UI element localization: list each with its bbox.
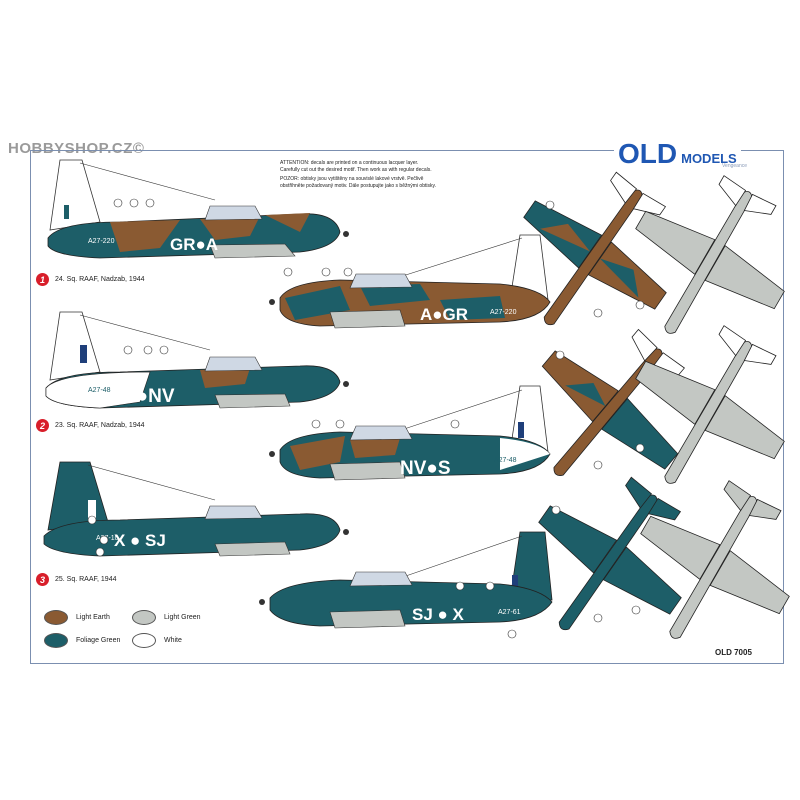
legend-label: Light Earth bbox=[76, 614, 110, 621]
code-b1: A●GR bbox=[420, 305, 468, 324]
legend-foliage-green: Foliage Green bbox=[44, 633, 120, 648]
legend-label: Light Green bbox=[164, 614, 201, 621]
number-badge: 2 bbox=[36, 419, 49, 432]
swatch bbox=[132, 610, 156, 625]
profile-b1: A●GR A27-220 bbox=[269, 234, 551, 329]
swatch bbox=[44, 610, 68, 625]
note-line: obstřihněte požadovaný motiv. Dále postu… bbox=[280, 182, 437, 189]
swatch bbox=[132, 633, 156, 648]
attention-note: ATTENTION: decals are printed on a conti… bbox=[280, 160, 480, 189]
note-line: POZOR: obtisky jsou vytištěny na souvisl… bbox=[280, 176, 424, 182]
legend-label: Foliage Green bbox=[76, 637, 121, 644]
caption-text: 24. Sq. RAAF, Nadzab, 1944 bbox=[55, 276, 145, 283]
brand-subtitle: Vengeance bbox=[722, 163, 748, 169]
caption-3: 3 25. Sq. RAAF, 1944 bbox=[36, 573, 116, 586]
profile-a3: X ● SJ A27-10 bbox=[43, 461, 349, 557]
decal-sheet-frame bbox=[30, 150, 784, 664]
top-view-2 bbox=[541, 328, 685, 476]
brand-logo: OLD MODELS bbox=[614, 140, 741, 168]
serial-a1: A27-220 bbox=[88, 238, 115, 245]
bottom-view-1 bbox=[635, 175, 785, 334]
profile-a1: GR●A A27-220 bbox=[47, 159, 349, 259]
profile-a2: S●NV A27-48 bbox=[45, 311, 349, 409]
code-b2: NV●S bbox=[400, 458, 451, 479]
swatch bbox=[44, 633, 68, 648]
product-code: OLD 7005 bbox=[715, 648, 752, 657]
brand-models: MODELS bbox=[681, 151, 737, 166]
code-a2: S●NV bbox=[124, 386, 175, 407]
profile-b2: NV●S A27-48 bbox=[269, 385, 551, 481]
note-line: ATTENTION: decals are printed on a conti… bbox=[280, 160, 419, 166]
caption-text: 25. Sq. RAAF, 1944 bbox=[55, 576, 117, 583]
top-view-1 bbox=[523, 171, 667, 326]
number-badge: 1 bbox=[36, 273, 49, 286]
code-b3: SJ ● X bbox=[412, 605, 465, 624]
note-line: Carefully cut out the desired motif. The… bbox=[280, 166, 432, 173]
legend-label: White bbox=[164, 637, 182, 644]
code-a3: X ● SJ bbox=[114, 531, 166, 550]
legend-light-earth: Light Earth bbox=[44, 610, 110, 625]
legend-white: White bbox=[132, 633, 182, 648]
caption-text: 23. Sq. RAAF, Nadzab, 1944 bbox=[55, 422, 145, 429]
profile-b3: SJ ● X A27-61 bbox=[259, 531, 553, 629]
caption-2: 2 23. Sq. RAAF, Nadzab, 1944 bbox=[36, 419, 145, 432]
number-badge: 3 bbox=[36, 573, 49, 586]
serial-b2: A27-48 bbox=[494, 457, 517, 464]
bottom-view-2 bbox=[635, 325, 785, 484]
caption-1: 1 24. Sq. RAAF, Nadzab, 1944 bbox=[36, 273, 145, 286]
top-view-3 bbox=[538, 476, 682, 631]
serial-b3: A27-61 bbox=[498, 609, 521, 616]
legend-light-green: Light Green bbox=[132, 610, 201, 625]
bottom-view-3 bbox=[640, 480, 790, 639]
code-a1: GR●A bbox=[170, 235, 218, 254]
serial-b1: A27-220 bbox=[490, 309, 517, 316]
brand-old: OLD bbox=[618, 138, 678, 169]
watermark: HOBBYSHOP.CZ© bbox=[8, 140, 145, 157]
serial-a2: A27-48 bbox=[88, 387, 111, 394]
decal-markers bbox=[87, 198, 645, 639]
